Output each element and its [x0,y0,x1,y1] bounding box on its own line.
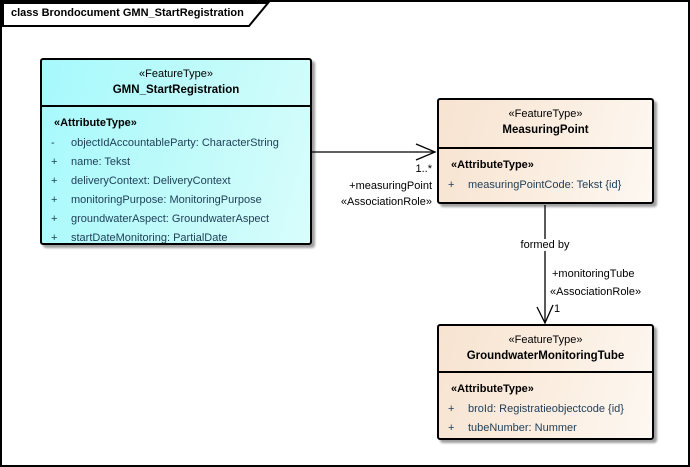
class-header: «FeatureType» GroundwaterMonitoringTube [439,326,652,373]
attribute-compartment-label: «AttributeType» [451,159,534,171]
uml-class-groundwatermonitoringtube[interactable]: «FeatureType» GroundwaterMonitoringTube … [437,324,654,440]
class-name: GMN_StartRegistration [112,84,240,96]
attributes-compartment: «AttributeType» + measuringPointCode: Te… [439,158,652,195]
attribute-row: - objectIdAccountableParty: CharacterStr… [42,134,310,153]
multiplicity-label: 1 [554,303,561,315]
association-stereotype-label: «AssociationRole» [550,286,642,298]
attribute-visibility: + [51,213,58,225]
attribute-row: + deliveryContext: DeliveryContext [42,172,310,191]
attribute-text: monitoringPurpose: MonitoringPurpose [71,194,262,206]
attribute-text: name: Tekst [71,156,131,168]
role-label: +measuringPoint [349,180,432,192]
open-arrowhead-icon [536,304,554,325]
attribute-visibility: - [51,137,55,149]
attribute-row: + groundwaterAspect: GroundwaterAspect [42,210,310,229]
uml-class-gmn-startregistration[interactable]: «FeatureType» GMN_StartRegistration «Att… [40,58,312,245]
attributes-compartment: «AttributeType» + broId: Registratieobje… [439,382,652,438]
role-label: +monitoringTube [552,268,635,280]
attribute-visibility: + [448,422,455,434]
attribute-text: broId: Registratieobjectcode {id} [468,403,624,415]
class-header: «FeatureType» GMN_StartRegistration [42,60,310,107]
open-arrowhead-icon [415,143,437,161]
class-name: MeasuringPoint [502,124,589,136]
attribute-visibility: + [51,232,58,244]
diagram-frame-tab[interactable]: class Brondocument GMN_StartRegistration [2,2,274,29]
attribute-compartment-label: «AttributeType» [54,117,137,129]
association-name-label: formed by [501,239,589,251]
attribute-text: startDateMonitoring: PartialDate [71,232,228,244]
class-header: «FeatureType» MeasuringPoint [439,100,652,149]
association-stereotype-label: «AssociationRole» [340,196,432,208]
diagram-title: class Brondocument GMN_StartRegistration [11,7,244,19]
frame-tab-shape [2,2,271,27]
attribute-row: + measuringPointCode: Tekst {id} [439,176,652,195]
association-measuringpoint[interactable] [312,143,437,161]
attribute-compartment-label: «AttributeType» [451,383,534,395]
attribute-text: groundwaterAspect: GroundwaterAspect [71,213,270,225]
attribute-row: + broId: Registratieobjectcode {id} [439,400,652,419]
multiplicity-label: 1..* [415,163,432,175]
association-monitoringtube[interactable] [536,205,554,325]
uml-class-measuringpoint[interactable]: «FeatureType» MeasuringPoint «AttributeT… [437,98,654,204]
attribute-visibility: + [448,179,455,191]
attribute-visibility: + [51,175,58,187]
class-name: GroundwaterMonitoringTube [466,350,625,362]
class-stereotype: «FeatureType» [139,68,213,80]
class-stereotype: «FeatureType» [508,334,583,346]
attribute-row: + monitoringPurpose: MonitoringPurpose [42,191,310,210]
attribute-row: + name: Tekst [42,153,310,172]
attribute-visibility: + [51,194,58,206]
class-stereotype: «FeatureType» [508,108,583,120]
attribute-text: measuringPointCode: Tekst {id} [468,179,622,191]
attribute-text: objectIdAccountableParty: CharacterStrin… [71,137,279,149]
attribute-row: + tubeNumber: Nummer [439,419,652,438]
attribute-row: + startDateMonitoring: PartialDate [42,229,310,244]
attribute-text: tubeNumber: Nummer [468,422,577,434]
attribute-visibility: + [51,156,58,168]
attribute-text: deliveryContext: DeliveryContext [71,175,231,187]
attributes-compartment: «AttributeType» - objectIdAccountablePar… [42,116,310,244]
attribute-visibility: + [448,403,455,415]
